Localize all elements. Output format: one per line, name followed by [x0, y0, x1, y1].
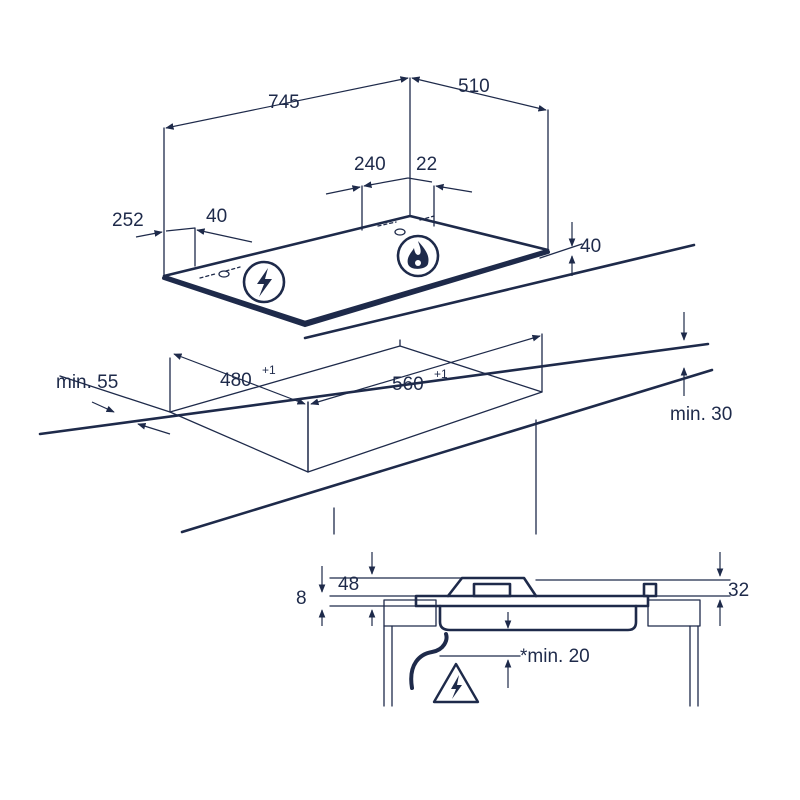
label-min-30: min. 30 — [670, 404, 732, 425]
label-480-tolerance: +1 — [262, 363, 276, 377]
label-min-20: *min. 20 — [520, 646, 590, 667]
label-560: 560 — [392, 374, 424, 395]
hob-front-edge — [162, 250, 550, 328]
label-22: 22 — [416, 154, 437, 175]
worktop-cutout — [38, 312, 714, 535]
worktop-front-bottom — [180, 368, 714, 534]
electrical-warning-icon — [432, 662, 480, 704]
label-510: 510 — [458, 76, 490, 97]
worktop-front-top — [38, 342, 710, 436]
label-560-tolerance: +1 — [434, 367, 448, 381]
power-cable — [409, 632, 449, 690]
label-480: 480 — [220, 370, 252, 391]
dim-510-line — [411, 76, 547, 112]
label-8: 8 — [296, 588, 307, 609]
flame-icon — [396, 234, 440, 278]
dim-745-line — [165, 76, 409, 130]
label-252: 252 — [112, 210, 144, 231]
label-48: 48 — [338, 574, 359, 595]
lightning-bolt-icon — [242, 260, 286, 304]
label-32: 32 — [728, 580, 749, 601]
hob-perspective — [135, 76, 696, 340]
label-240: 240 — [354, 154, 386, 175]
label-40-thickness: 40 — [580, 236, 601, 257]
worktop-back-edge — [303, 243, 696, 340]
label-40-left: 40 — [206, 206, 227, 227]
side-section — [318, 552, 731, 707]
label-745: 745 — [268, 92, 300, 113]
label-min-55: min. 55 — [56, 372, 118, 393]
